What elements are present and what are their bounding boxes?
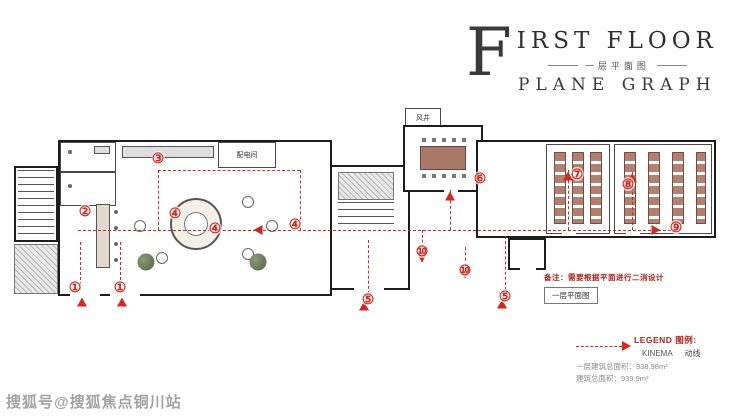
kinema-arrow-up (497, 299, 507, 309)
title-main: IRST FLOOR (516, 28, 718, 54)
kinema-route (505, 236, 506, 290)
kinema-arrow-up (359, 301, 369, 311)
kinema-route (300, 170, 301, 230)
route-marker-3: ③ (151, 150, 165, 166)
fixture-dot (68, 184, 72, 188)
title-block: F IRST FLOOR 一层平面图 PLANE GRAPH (466, 14, 718, 95)
title-subtitle-cn: 一层平面图 (547, 59, 687, 72)
kinema-arrow-up (445, 191, 455, 201)
title-dropcap: F (466, 14, 512, 91)
kinema-dash (576, 345, 622, 347)
cafe-bar (96, 204, 110, 268)
cafe-table (242, 196, 254, 208)
legend-item-cn: 动线 (684, 349, 701, 358)
kinema-arrow-right (651, 225, 661, 235)
kinema-arrow-up (117, 297, 127, 307)
entrance-5-door (354, 287, 384, 291)
vestibule-door (520, 267, 536, 271)
cafe-table (266, 220, 278, 232)
remark-note: 备注：需要根据平面进行二消设计 (544, 273, 664, 282)
meeting-chairs-top (422, 138, 466, 142)
fixture-dot (68, 150, 72, 154)
kinema-route (450, 190, 451, 230)
kinema-route (120, 242, 121, 290)
legend-item-en: KINEMA (642, 349, 673, 358)
route-marker-4a: ④ (168, 205, 182, 221)
title-right: IRST FLOOR 一层平面图 PLANE GRAPH (517, 22, 718, 95)
meeting-chairs-bottom (422, 174, 466, 178)
fixture-counter (94, 146, 110, 154)
training-room-a-door (562, 232, 576, 235)
title-rule-left (547, 65, 578, 66)
title-rule-right (656, 65, 687, 66)
kinema-line-sample (576, 341, 631, 351)
kinema-route (568, 170, 569, 230)
legend-title: LEGEND 图例: (634, 335, 697, 345)
title-subtitle-cn-text: 一层平面图 (584, 61, 650, 71)
kinema-route (465, 247, 466, 277)
training-room-b-door (626, 232, 640, 235)
kinema-overlay: ① ① ② ③ ④ ④ ④ ⑤ ⑤ ⑥ ⑦ ⑧ ⑨ ⑩ ⑩ (8, 112, 732, 317)
west-stairs (18, 170, 54, 238)
route-marker-2: ② (78, 203, 92, 219)
route-marker-7: ⑦ (570, 166, 584, 182)
desks-b4 (696, 152, 706, 224)
cafe-table (156, 252, 168, 264)
area-line-1: 一层建筑总面积：338.98m² (576, 362, 668, 371)
desks-a3 (590, 152, 602, 224)
shaft-label: 风井 (416, 115, 430, 122)
route-marker-5b: ⑤ (498, 288, 512, 304)
round-sofa-core (184, 212, 208, 236)
west-terrace-hatch (14, 244, 58, 294)
kinema-arrowhead-icon (622, 341, 631, 351)
area-summary: 一层建筑总面积：338.98m² 建筑总面积：939.9m² (576, 361, 668, 385)
kinema-route (158, 170, 300, 171)
kinema-arrow-left (253, 225, 263, 235)
desks-b2 (648, 152, 660, 224)
route-marker-1a: ① (68, 279, 82, 295)
vestibule (508, 238, 546, 270)
route-marker-5a: ⑤ (361, 291, 375, 307)
desks-a1 (554, 152, 566, 224)
kinema-arrow-up (77, 297, 87, 307)
route-marker-10b: ⑩ (458, 262, 472, 278)
kinema-route (368, 240, 369, 294)
electrical-room-label: 配电间 (236, 152, 258, 159)
entrance-2-door (110, 293, 140, 297)
route-marker-1b: ① (113, 279, 127, 295)
meeting-door (444, 189, 458, 193)
kinema-arrow-down (417, 253, 427, 263)
bar-stool (114, 258, 118, 262)
cafe-table (134, 220, 146, 232)
entrance-1-door (70, 293, 100, 297)
route-marker-8: ⑧ (621, 176, 635, 192)
core-stair-hatch (338, 172, 394, 200)
route-marker-10a: ⑩ (415, 243, 429, 259)
kinema-arrow-up (563, 171, 573, 181)
bar-stool (114, 226, 118, 230)
core-stairs (338, 202, 394, 230)
reception-counter (122, 146, 214, 158)
floor-plan: 配电间 风井 (8, 108, 732, 317)
bar-stool (114, 210, 118, 214)
kinema-route (158, 170, 159, 230)
title-subtitle-en: PLANE GRAPH (518, 75, 717, 95)
electrical-room (218, 142, 276, 168)
route-marker-4b: ④ (208, 220, 222, 236)
plant (249, 253, 267, 271)
area-line-2: 建筑总面积：939.9m² (576, 374, 649, 383)
legend-item: KINEMA 动线 (642, 348, 700, 359)
kinema-route (78, 230, 676, 231)
kinema-route (632, 172, 633, 230)
meeting-table (420, 146, 466, 170)
plant (137, 253, 155, 271)
watermark: 搜狐号@搜狐焦点铜川站 (6, 394, 182, 411)
route-marker-6: ⑥ (473, 170, 487, 186)
plan-tag: 一层平面图 (544, 287, 598, 304)
kinema-route (80, 242, 81, 290)
route-marker-4c: ④ (288, 216, 302, 232)
route-marker-9: ⑨ (669, 219, 683, 235)
bar-stool (114, 242, 118, 246)
